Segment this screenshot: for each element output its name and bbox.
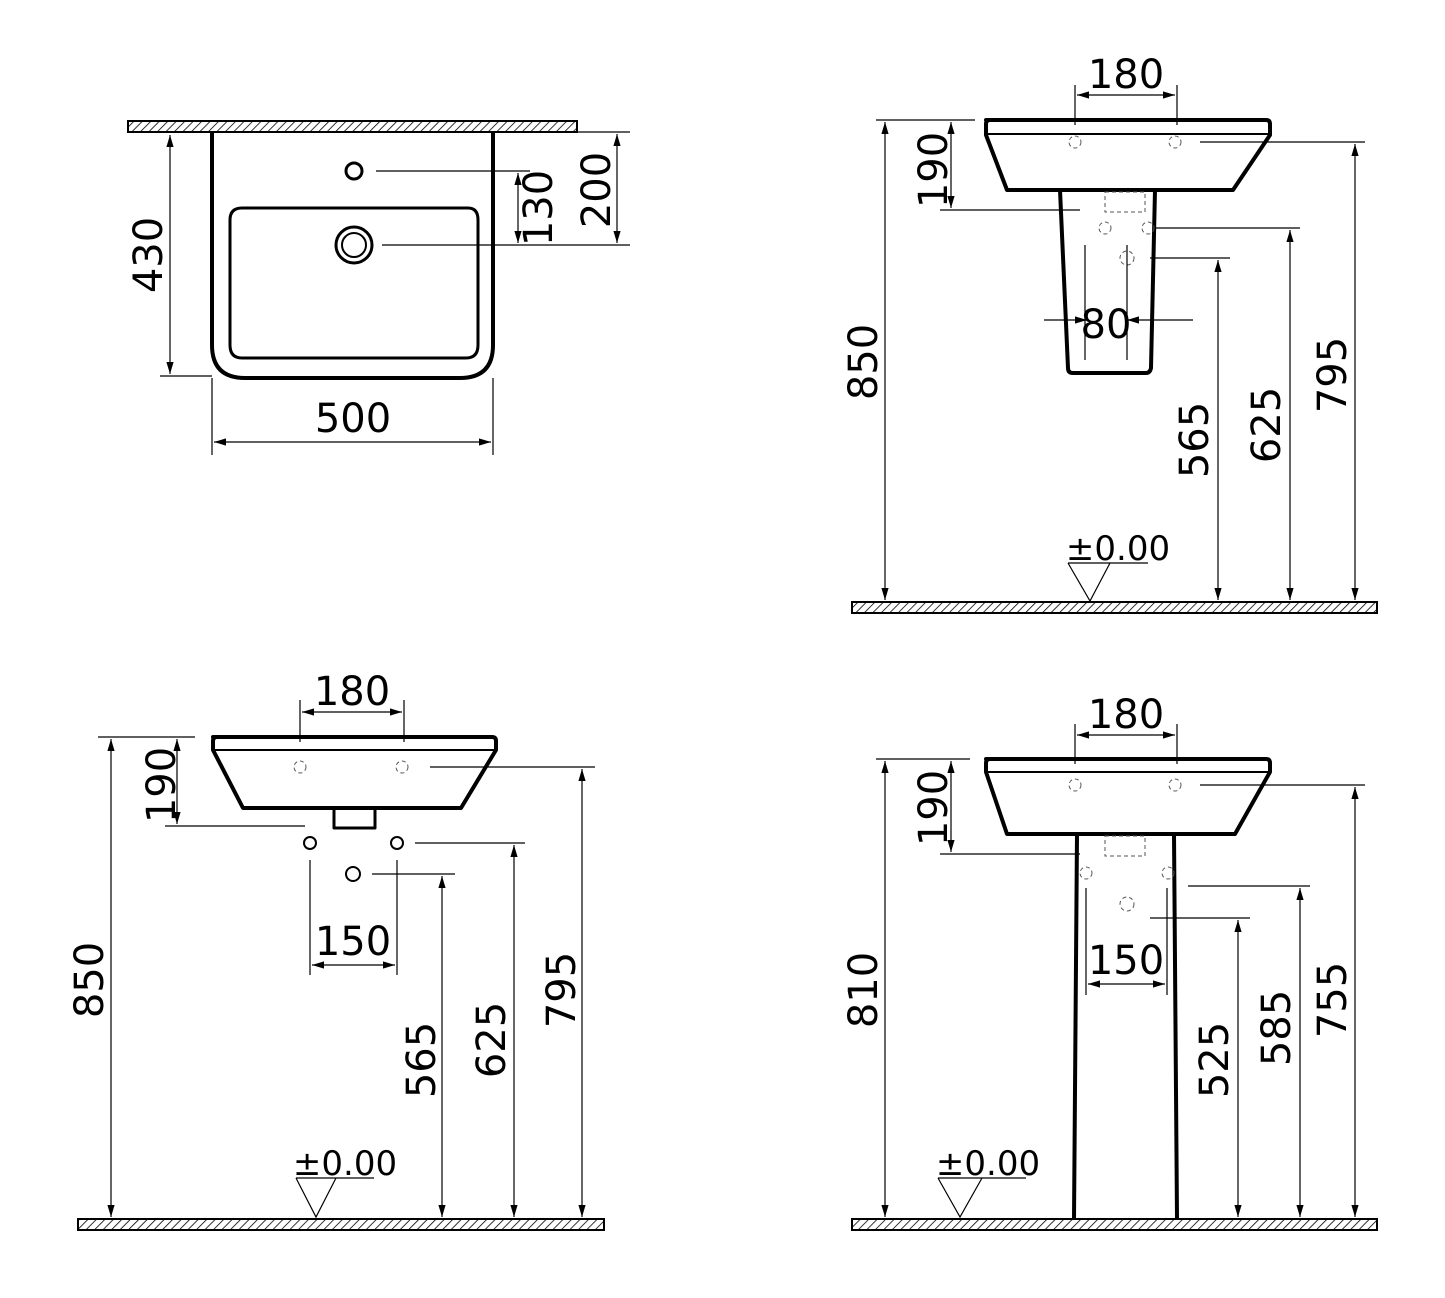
dim-supply-height: 585 [1254, 990, 1300, 1066]
dim-fixing-height: 795 [539, 952, 585, 1028]
dim-waste-height: 525 [1192, 1022, 1238, 1098]
dim-fixing-height: 755 [1310, 962, 1356, 1038]
dim-tap-spacing: 180 [314, 669, 390, 715]
floor-hatch [851, 1218, 1378, 1231]
floor-level-label: ±0.00 [1066, 529, 1170, 569]
tap-hole-icon [344, 161, 364, 181]
dim-wall-to-waste: 200 [574, 152, 620, 228]
dim-tap-spacing: 180 [1088, 52, 1164, 98]
dim-fixing-height: 795 [1310, 337, 1356, 413]
floor-hatch [77, 1218, 605, 1231]
floor-level-label: ±0.00 [936, 1144, 1040, 1184]
dim-basin-height: 190 [911, 770, 957, 846]
basin-outline [984, 118, 1272, 192]
pedestal-outline [1072, 833, 1179, 1220]
wall-hatch [127, 120, 578, 133]
dim-width: 500 [315, 396, 391, 442]
dim-supply-spacing: 150 [1088, 938, 1164, 984]
floor-level-icon [295, 1177, 374, 1219]
floor-level-icon [1067, 562, 1148, 603]
dim-supply-height: 625 [1244, 387, 1290, 463]
dim-rim-height: 810 [841, 952, 887, 1028]
dim-waste-height: 565 [399, 1022, 445, 1098]
floor-level-label: ±0.00 [293, 1144, 397, 1184]
dim-tap-spacing: 180 [1088, 692, 1164, 738]
waste-inner-icon [341, 232, 367, 258]
dim-depth: 430 [126, 217, 172, 293]
wall-hung-view: 180 190 850 150 795 625 565 ±0.00 [67, 669, 605, 1231]
half-pedestal-view: 180 190 850 80 795 625 565 ±0.00 [841, 52, 1378, 614]
dim-pedestal-width: 80 [1081, 302, 1132, 348]
floor-level-icon [937, 1177, 1026, 1219]
basin-outline [984, 757, 1272, 836]
floor-hatch [851, 601, 1378, 614]
waste-outlet [332, 809, 377, 830]
dim-basin-height: 190 [911, 132, 957, 208]
bowl-outline [228, 206, 480, 360]
dim-rim-height: 850 [67, 942, 113, 1018]
dim-basin-height: 190 [139, 747, 185, 823]
half-pedestal-outline [1058, 189, 1157, 375]
basin-outline [211, 735, 498, 810]
waste-outer-icon [334, 225, 374, 265]
dim-supply-height: 625 [469, 1002, 515, 1078]
dim-tap-to-waste: 130 [516, 170, 562, 246]
dim-rim-height: 850 [841, 324, 887, 400]
dim-supply-spacing: 150 [315, 919, 391, 965]
full-pedestal-view: 180 190 810 150 755 585 525 ±0.00 [841, 692, 1378, 1231]
dim-waste-height: 565 [1172, 402, 1218, 478]
top-view: 430 500 130 200 [126, 120, 630, 455]
basin-outline [210, 132, 495, 380]
